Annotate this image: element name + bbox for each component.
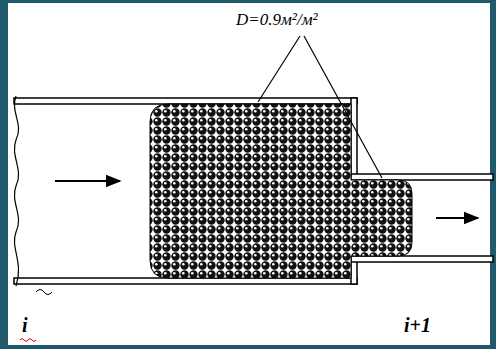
porous-packing	[150, 104, 412, 278]
flow-arrow	[55, 180, 120, 182]
pipe-wall	[14, 278, 357, 284]
pipe-wall	[351, 256, 493, 262]
pipe-step	[351, 98, 357, 180]
section-label: i	[22, 314, 28, 337]
pipe-wall	[351, 174, 493, 180]
density-label: D=0.9м²/м²	[236, 10, 318, 30]
leader-line	[258, 36, 300, 102]
leader-line	[304, 36, 382, 178]
spell-underline	[20, 339, 36, 342]
section-mark	[36, 290, 52, 295]
break-line	[14, 96, 18, 286]
flow-arrow	[436, 217, 478, 219]
pipe-wall	[14, 98, 357, 104]
section-label: i+1	[404, 314, 431, 337]
